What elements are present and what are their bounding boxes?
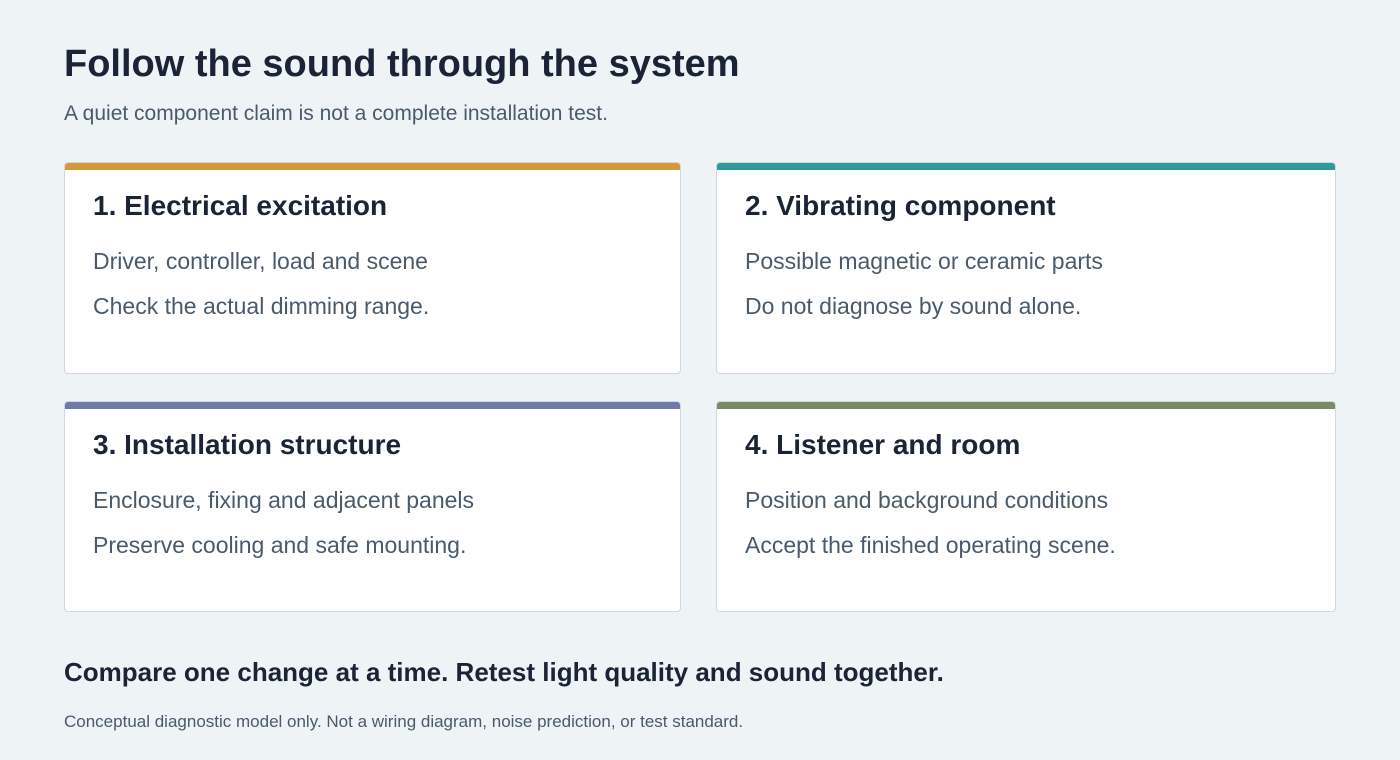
card-guidance: Check the actual dimming range.: [93, 293, 430, 319]
takeaway-text: Compare one change at a time. Retest lig…: [64, 657, 944, 687]
footnote: Conceptual diagnostic model only. Not a …: [64, 712, 744, 731]
card-vibrating-component: 2. Vibrating component Possible magnetic…: [716, 162, 1336, 374]
card-accent-bar: [65, 163, 680, 170]
card-accent-bar: [65, 402, 680, 409]
page-subtitle: A quiet component claim is not a complet…: [64, 102, 608, 125]
card-description: Possible magnetic or ceramic parts: [745, 248, 1103, 274]
card-guidance: Accept the finished operating scene.: [745, 532, 1116, 558]
card-title: 4. Listener and room: [745, 429, 1021, 460]
card-description: Driver, controller, load and scene: [93, 248, 428, 274]
page-title: Follow the sound through the system: [64, 43, 740, 85]
card-title: 2. Vibrating component: [745, 190, 1056, 221]
card-guidance: Do not diagnose by sound alone.: [745, 293, 1082, 319]
card-electrical-excitation: 1. Electrical excitation Driver, control…: [64, 162, 681, 374]
card-accent-bar: [717, 402, 1335, 409]
card-guidance: Preserve cooling and safe mounting.: [93, 532, 467, 558]
card-title: 3. Installation structure: [93, 429, 402, 460]
card-description: Enclosure, fixing and adjacent panels: [93, 487, 475, 513]
card-description: Position and background conditions: [745, 487, 1109, 513]
card-listener-and-room: 4. Listener and room Position and backgr…: [716, 401, 1336, 612]
card-title: 1. Electrical excitation: [93, 190, 388, 221]
card-accent-bar: [717, 163, 1335, 170]
card-installation-structure: 3. Installation structure Enclosure, fix…: [64, 401, 681, 612]
